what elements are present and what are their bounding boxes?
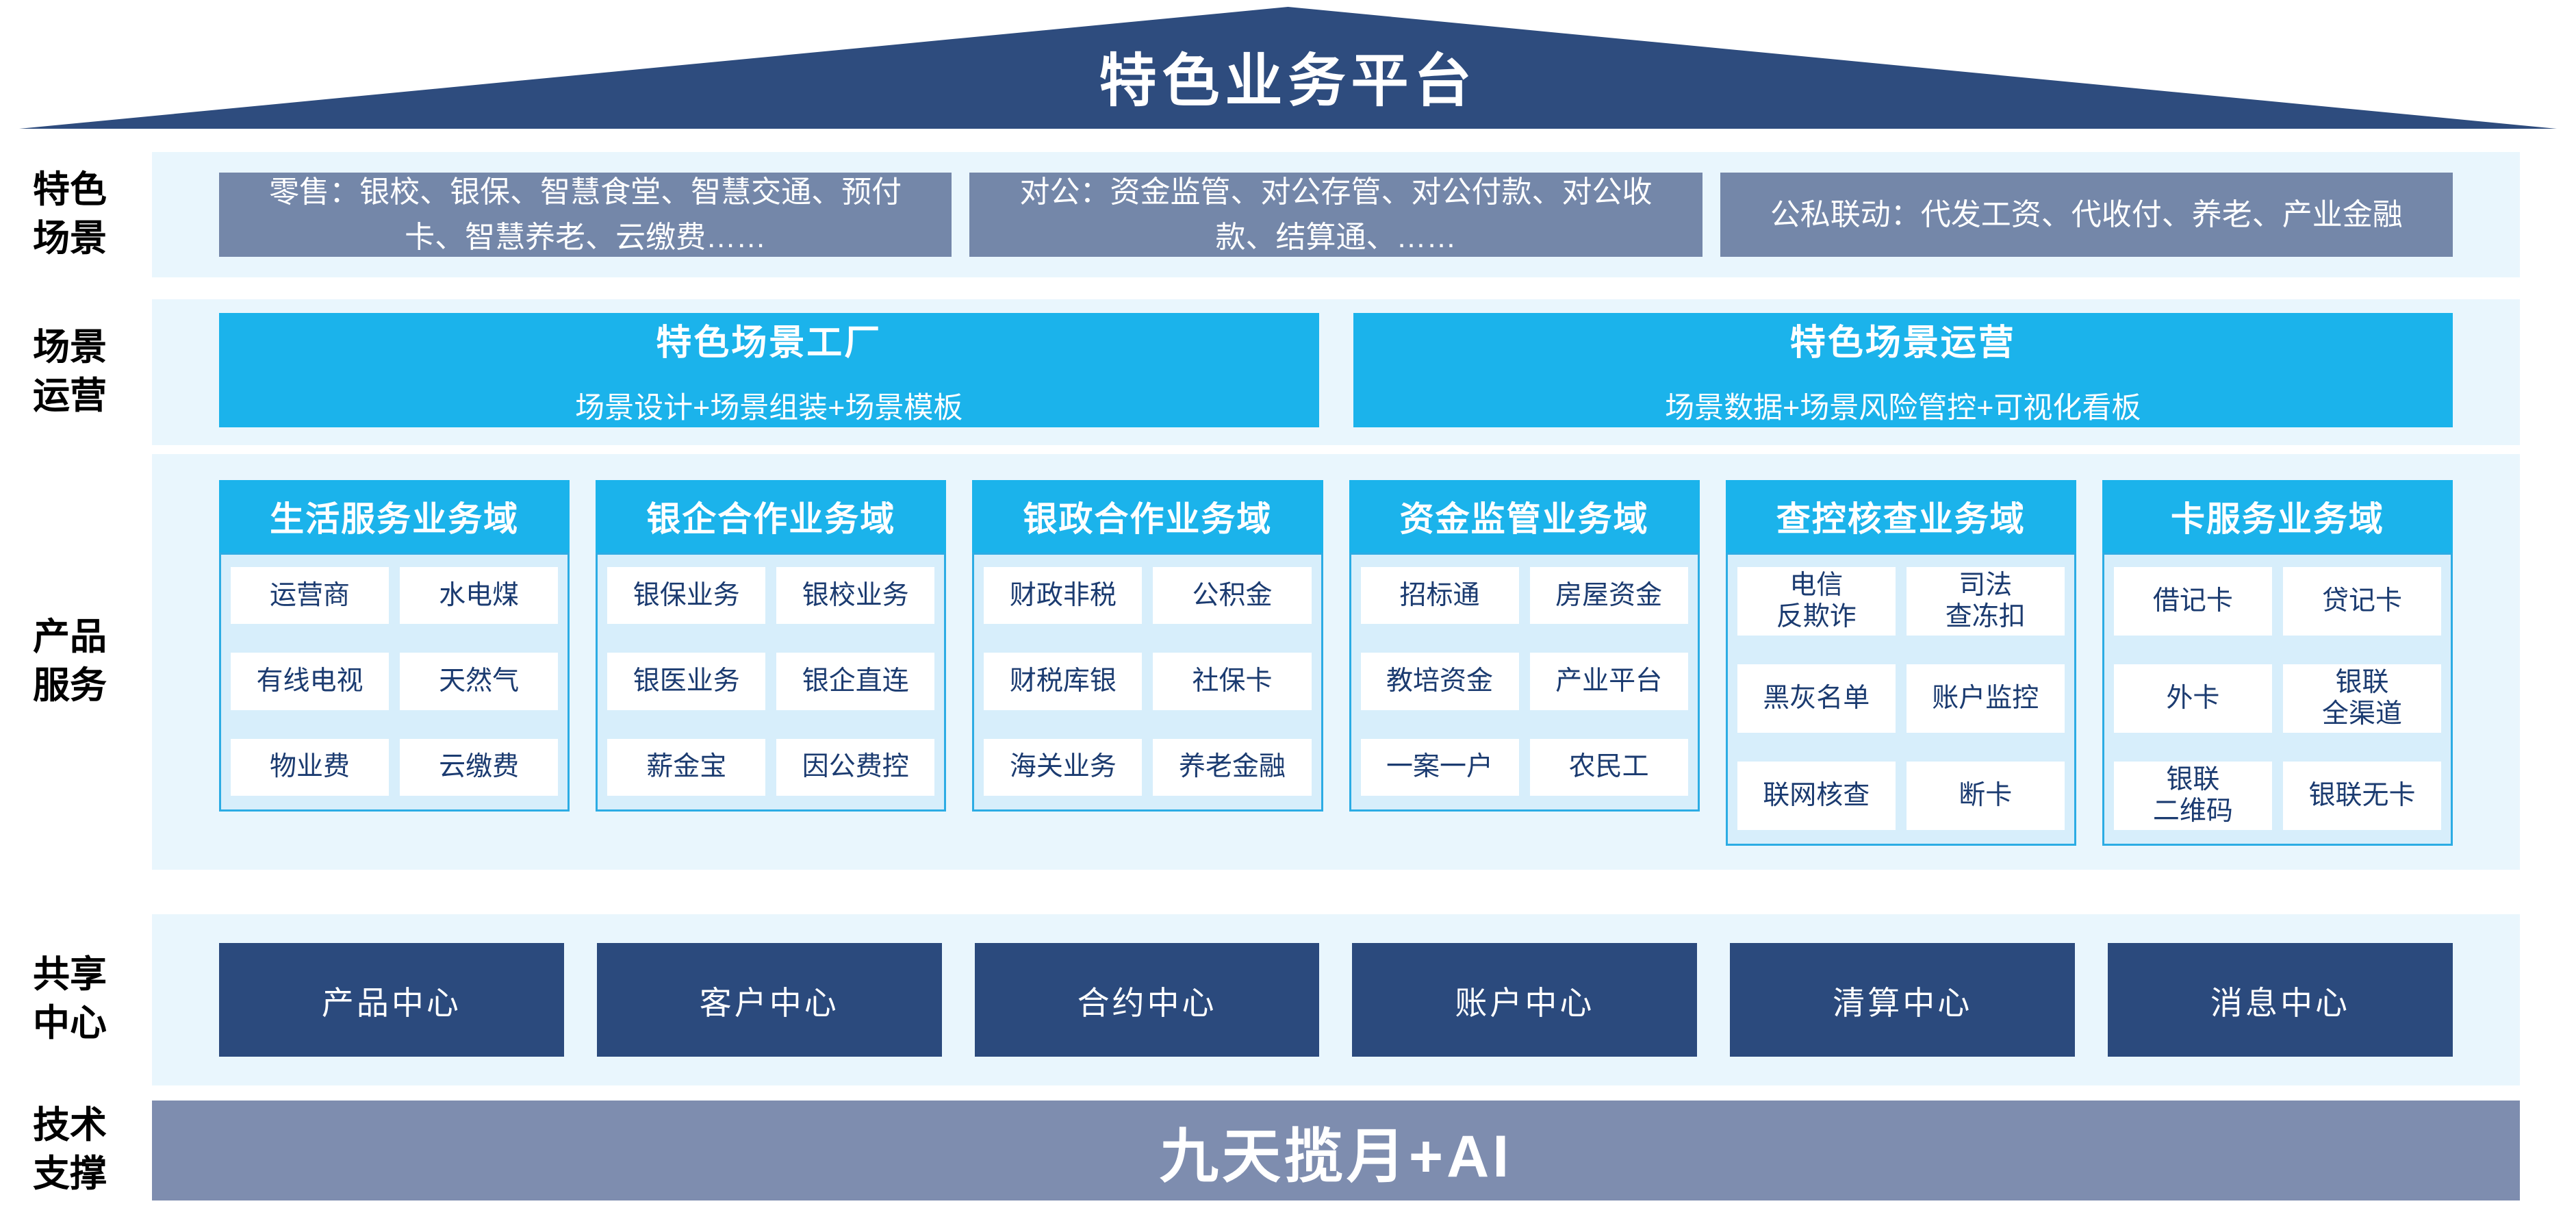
- scene-factory-box: 特色场景工厂 场景设计+场景组装+场景模板: [219, 313, 1319, 427]
- product-cell: 借记卡: [2113, 567, 2272, 636]
- scene-factory-subtitle: 场景设计+场景组装+场景模板: [575, 392, 963, 425]
- center-box-message: 消息中心: [2108, 943, 2453, 1057]
- domain-life-services: 生活服务业务域 运营商 水电煤 有线电视 天然气 物业费 云缴费: [219, 480, 570, 812]
- product-cell: 司法 查冻扣: [1906, 567, 2065, 636]
- product-cell: 外卡: [2113, 664, 2272, 733]
- shared-centers-band: 产品中心 客户中心 合约中心 账户中心 清算中心 消息中心: [152, 914, 2520, 1085]
- domain-body: 银保业务 银校业务 银医业务 银企直连 薪金宝 因公费控: [596, 553, 947, 812]
- product-cell: 财税库银: [984, 653, 1143, 710]
- product-cell: 招标通: [1360, 567, 1519, 625]
- product-cell: 房屋资金: [1529, 567, 1688, 625]
- product-cell: 有线电视: [231, 653, 390, 710]
- domain-body: 借记卡 贷记卡 外卡 银联 全渠道 银联 二维码 银联无卡: [2102, 553, 2453, 846]
- domain-body: 招标通 房屋资金 教培资金 产业平台 一案一户 农民工: [1349, 553, 1700, 812]
- product-cell: 产业平台: [1529, 653, 1688, 710]
- scene-operation-box: 特色场景运营 场景数据+场景风险管控+可视化看板: [1353, 313, 2453, 427]
- tech-support-bar: 九天揽月+AI: [152, 1101, 2520, 1200]
- scene-box-corporate: 对公：资金监管、对公存管、对公付款、对公收款、结算通、……: [969, 173, 1703, 257]
- center-box-customer: 客户中心: [596, 943, 942, 1057]
- domain-fund-supervision: 资金监管业务域 招标通 房屋资金 教培资金 产业平台 一案一户 农民工: [1349, 480, 1700, 812]
- scene-operation-subtitle: 场景数据+场景风险管控+可视化看板: [1665, 392, 2141, 425]
- products-band: 生活服务业务域 运营商 水电煤 有线电视 天然气 物业费 云缴费 银企合作业务域…: [152, 454, 2520, 870]
- product-cell: 物业费: [231, 738, 390, 796]
- scene-box-retail: 零售：银校、银保、智慧食堂、智慧交通、预付卡、智慧养老、云缴费……: [219, 173, 952, 257]
- row-label-operations: 场景 运营: [33, 327, 107, 417]
- product-cell: 贷记卡: [2282, 567, 2442, 636]
- center-box-account: 账户中心: [1352, 943, 1698, 1057]
- scene-operation-title: 特色场景运营: [1789, 323, 2016, 363]
- product-cell: 财政非税: [984, 567, 1143, 625]
- domain-header: 生活服务业务域: [219, 480, 570, 553]
- row-label-shared: 共享 中心: [33, 954, 107, 1044]
- roof-banner: 特色业务平台: [19, 7, 2557, 129]
- domain-header: 银企合作业务域: [596, 480, 947, 553]
- product-cell: 社保卡: [1153, 653, 1312, 710]
- product-cell: 银联 全渠道: [2282, 664, 2442, 733]
- center-box-product: 产品中心: [219, 943, 564, 1057]
- product-cell: 银校业务: [776, 567, 935, 625]
- product-cell: 断卡: [1906, 762, 2065, 831]
- product-cell: 农民工: [1529, 738, 1688, 796]
- center-box-clearing: 清算中心: [1730, 943, 2076, 1057]
- domain-bank-enterprise: 银企合作业务域 银保业务 银校业务 银医业务 银企直连 薪金宝 因公费控: [596, 480, 947, 812]
- domain-card-services: 卡服务业务域 借记卡 贷记卡 外卡 银联 全渠道 银联 二维码 银联无卡: [2102, 480, 2453, 846]
- domain-header: 资金监管业务域: [1349, 480, 1700, 553]
- product-cell: 银保业务: [607, 567, 766, 625]
- product-cell: 公积金: [1153, 567, 1312, 625]
- product-cell: 云缴费: [400, 738, 559, 796]
- domain-header: 卡服务业务域: [2102, 480, 2453, 553]
- platform-title: 特色业务平台: [1099, 49, 1477, 113]
- product-cell: 天然气: [400, 653, 559, 710]
- product-cell: 黑灰名单: [1737, 664, 1896, 733]
- product-cell: 运营商: [231, 567, 390, 625]
- scene-factory-title: 特色场景工厂: [656, 323, 882, 363]
- domain-body: 运营商 水电煤 有线电视 天然气 物业费 云缴费: [219, 553, 570, 812]
- domain-header: 银政合作业务域: [972, 480, 1323, 553]
- product-cell: 海关业务: [984, 738, 1143, 796]
- product-cell: 银联无卡: [2282, 762, 2442, 831]
- domain-body: 电信 反欺诈 司法 查冻扣 黑灰名单 账户监控 联网核查 断卡: [1725, 553, 2076, 846]
- domain-body: 财政非税 公积金 财税库银 社保卡 海关业务 养老金融: [972, 553, 1323, 812]
- product-cell: 养老金融: [1153, 738, 1312, 796]
- product-cell: 银医业务: [607, 653, 766, 710]
- row-label-scenes: 特色 场景: [33, 169, 107, 260]
- product-cell: 银企直连: [776, 653, 935, 710]
- product-cell: 电信 反欺诈: [1737, 567, 1896, 636]
- domain-inquiry-control: 查控核查业务域 电信 反欺诈 司法 查冻扣 黑灰名单 账户监控 联网核查 断卡: [1725, 480, 2076, 846]
- product-cell: 因公费控: [776, 738, 935, 796]
- product-cell: 水电煤: [400, 567, 559, 625]
- product-cell: 银联 二维码: [2113, 762, 2272, 831]
- product-cell: 账户监控: [1906, 664, 2065, 733]
- domain-header: 查控核查业务域: [1725, 480, 2076, 553]
- center-box-contract: 合约中心: [974, 943, 1320, 1057]
- domain-bank-government: 银政合作业务域 财政非税 公积金 财税库银 社保卡 海关业务 养老金融: [972, 480, 1323, 812]
- scene-box-public-private-linkage: 公私联动：代发工资、代收付、养老、产业金融: [1720, 173, 2453, 257]
- product-cell: 联网核查: [1737, 762, 1896, 831]
- row-label-tech: 技术 支撑: [33, 1105, 107, 1195]
- product-cell: 教培资金: [1360, 653, 1519, 710]
- product-cell: 薪金宝: [607, 738, 766, 796]
- scenes-band: 零售：银校、银保、智慧食堂、智慧交通、预付卡、智慧养老、云缴费…… 对公：资金监…: [152, 152, 2520, 277]
- operations-band: 特色场景工厂 场景设计+场景组装+场景模板 特色场景运营 场景数据+场景风险管控…: [152, 299, 2520, 445]
- row-label-products: 产品 服务: [33, 616, 107, 707]
- product-cell: 一案一户: [1360, 738, 1519, 796]
